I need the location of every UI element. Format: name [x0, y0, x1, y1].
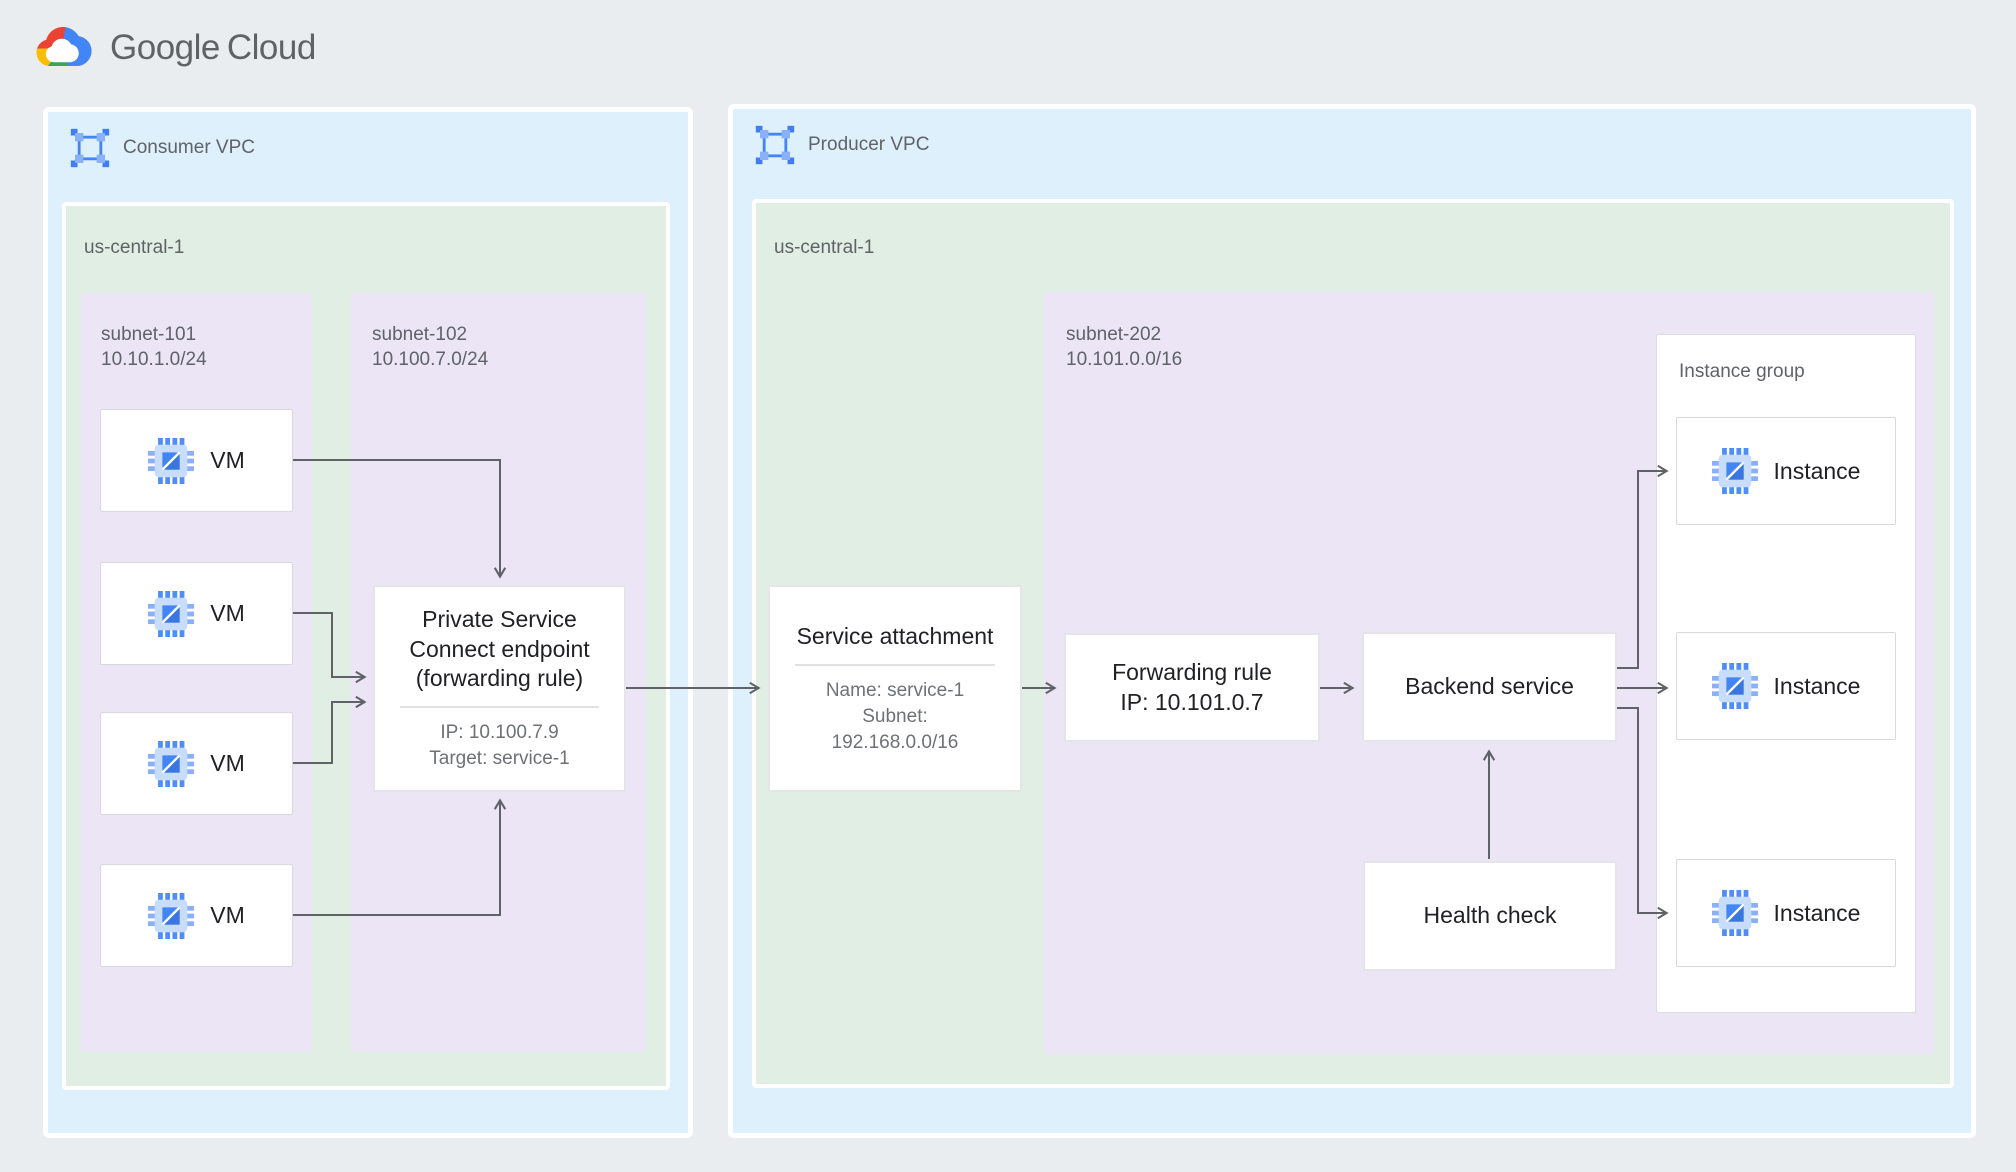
subnet-101-label: subnet-101 10.10.1.0/24	[101, 322, 207, 372]
logo-word-google: Google	[110, 28, 220, 67]
forwarding-rule-ip: IP: 10.101.0.7	[1120, 688, 1264, 715]
subnet-202-cidr: 10.101.0.0/16	[1066, 349, 1183, 371]
instance-label: Instance	[1773, 672, 1861, 699]
divider	[795, 663, 995, 666]
health-check-box: Health check	[1363, 861, 1617, 971]
health-check-title: Health check	[1423, 902, 1557, 929]
vm-label: VM	[210, 447, 245, 473]
service-attachment-title: Service attachment	[796, 622, 994, 649]
forwarding-rule-title: Forwarding rule	[1112, 659, 1272, 686]
instance-box-3: Instance	[1676, 859, 1896, 967]
vpc-icon	[70, 128, 110, 168]
consumer-vpc-header: Consumer VPC	[70, 128, 255, 168]
subnet-202-label: subnet-202 10.101.0.0/16	[1066, 322, 1182, 372]
google-cloud-logo-icon	[30, 22, 96, 74]
subnet-202-name: subnet-202	[1066, 324, 1162, 345]
consumer-vpc-label: Consumer VPC	[123, 137, 255, 158]
vm-box-3: VM	[100, 712, 293, 815]
producer-region-label: us-central-1	[774, 237, 875, 258]
subnet-101-name: subnet-101	[101, 324, 197, 345]
vpc-icon	[755, 125, 795, 165]
vm-box-4: VM	[100, 864, 293, 967]
compute-engine-icon	[148, 893, 194, 939]
instance-label: Instance	[1773, 457, 1861, 484]
psc-endpoint-target: Target: service-1	[429, 747, 570, 769]
producer-vpc-label: Producer VPC	[808, 134, 930, 155]
subnet-102-label: subnet-102 10.100.7.0/24	[372, 322, 488, 372]
consumer-region-label: us-central-1	[84, 237, 185, 258]
compute-engine-icon	[148, 438, 194, 484]
logo-word-cloud: Cloud	[226, 28, 316, 67]
producer-vpc-header: Producer VPC	[755, 125, 929, 165]
compute-engine-icon	[148, 591, 194, 637]
service-attachment-subnet-cidr: 192.168.0.0/16	[831, 731, 959, 753]
compute-engine-icon	[148, 741, 194, 787]
divider	[399, 705, 600, 708]
service-attachment-subnet-label: Subnet:	[862, 705, 928, 727]
backend-service-title: Backend service	[1405, 673, 1574, 700]
backend-service-box: Backend service	[1362, 632, 1617, 742]
instance-box-2: Instance	[1676, 632, 1896, 740]
compute-engine-icon	[1712, 663, 1758, 709]
subnet-102-cidr: 10.100.7.0/24	[372, 349, 489, 371]
psc-endpoint-ip: IP: 10.100.7.9	[440, 721, 559, 743]
vm-label: VM	[210, 902, 245, 928]
psc-endpoint-box: Private Service Connect endpoint (forwar…	[373, 585, 626, 792]
compute-engine-icon	[1712, 890, 1758, 936]
vm-label: VM	[210, 600, 245, 626]
subnet-101-cidr: 10.10.1.0/24	[101, 349, 207, 371]
instance-box-1: Instance	[1676, 417, 1896, 525]
service-attachment-name: Name: service-1	[825, 679, 965, 701]
subnet-102-name: subnet-102	[372, 324, 468, 345]
vm-box-2: VM	[100, 562, 293, 665]
service-attachment-box: Service attachment Name: service-1 Subne…	[768, 585, 1022, 792]
compute-engine-icon	[1712, 448, 1758, 494]
vm-box-1: VM	[100, 409, 293, 512]
instance-label: Instance	[1773, 899, 1861, 926]
instance-group-label: Instance group	[1679, 361, 1805, 382]
vm-label: VM	[210, 750, 245, 776]
forwarding-rule-box: Forwarding rule IP: 10.101.0.7	[1064, 633, 1320, 742]
psc-endpoint-title: Private Service Connect endpoint (forwar…	[409, 606, 590, 691]
